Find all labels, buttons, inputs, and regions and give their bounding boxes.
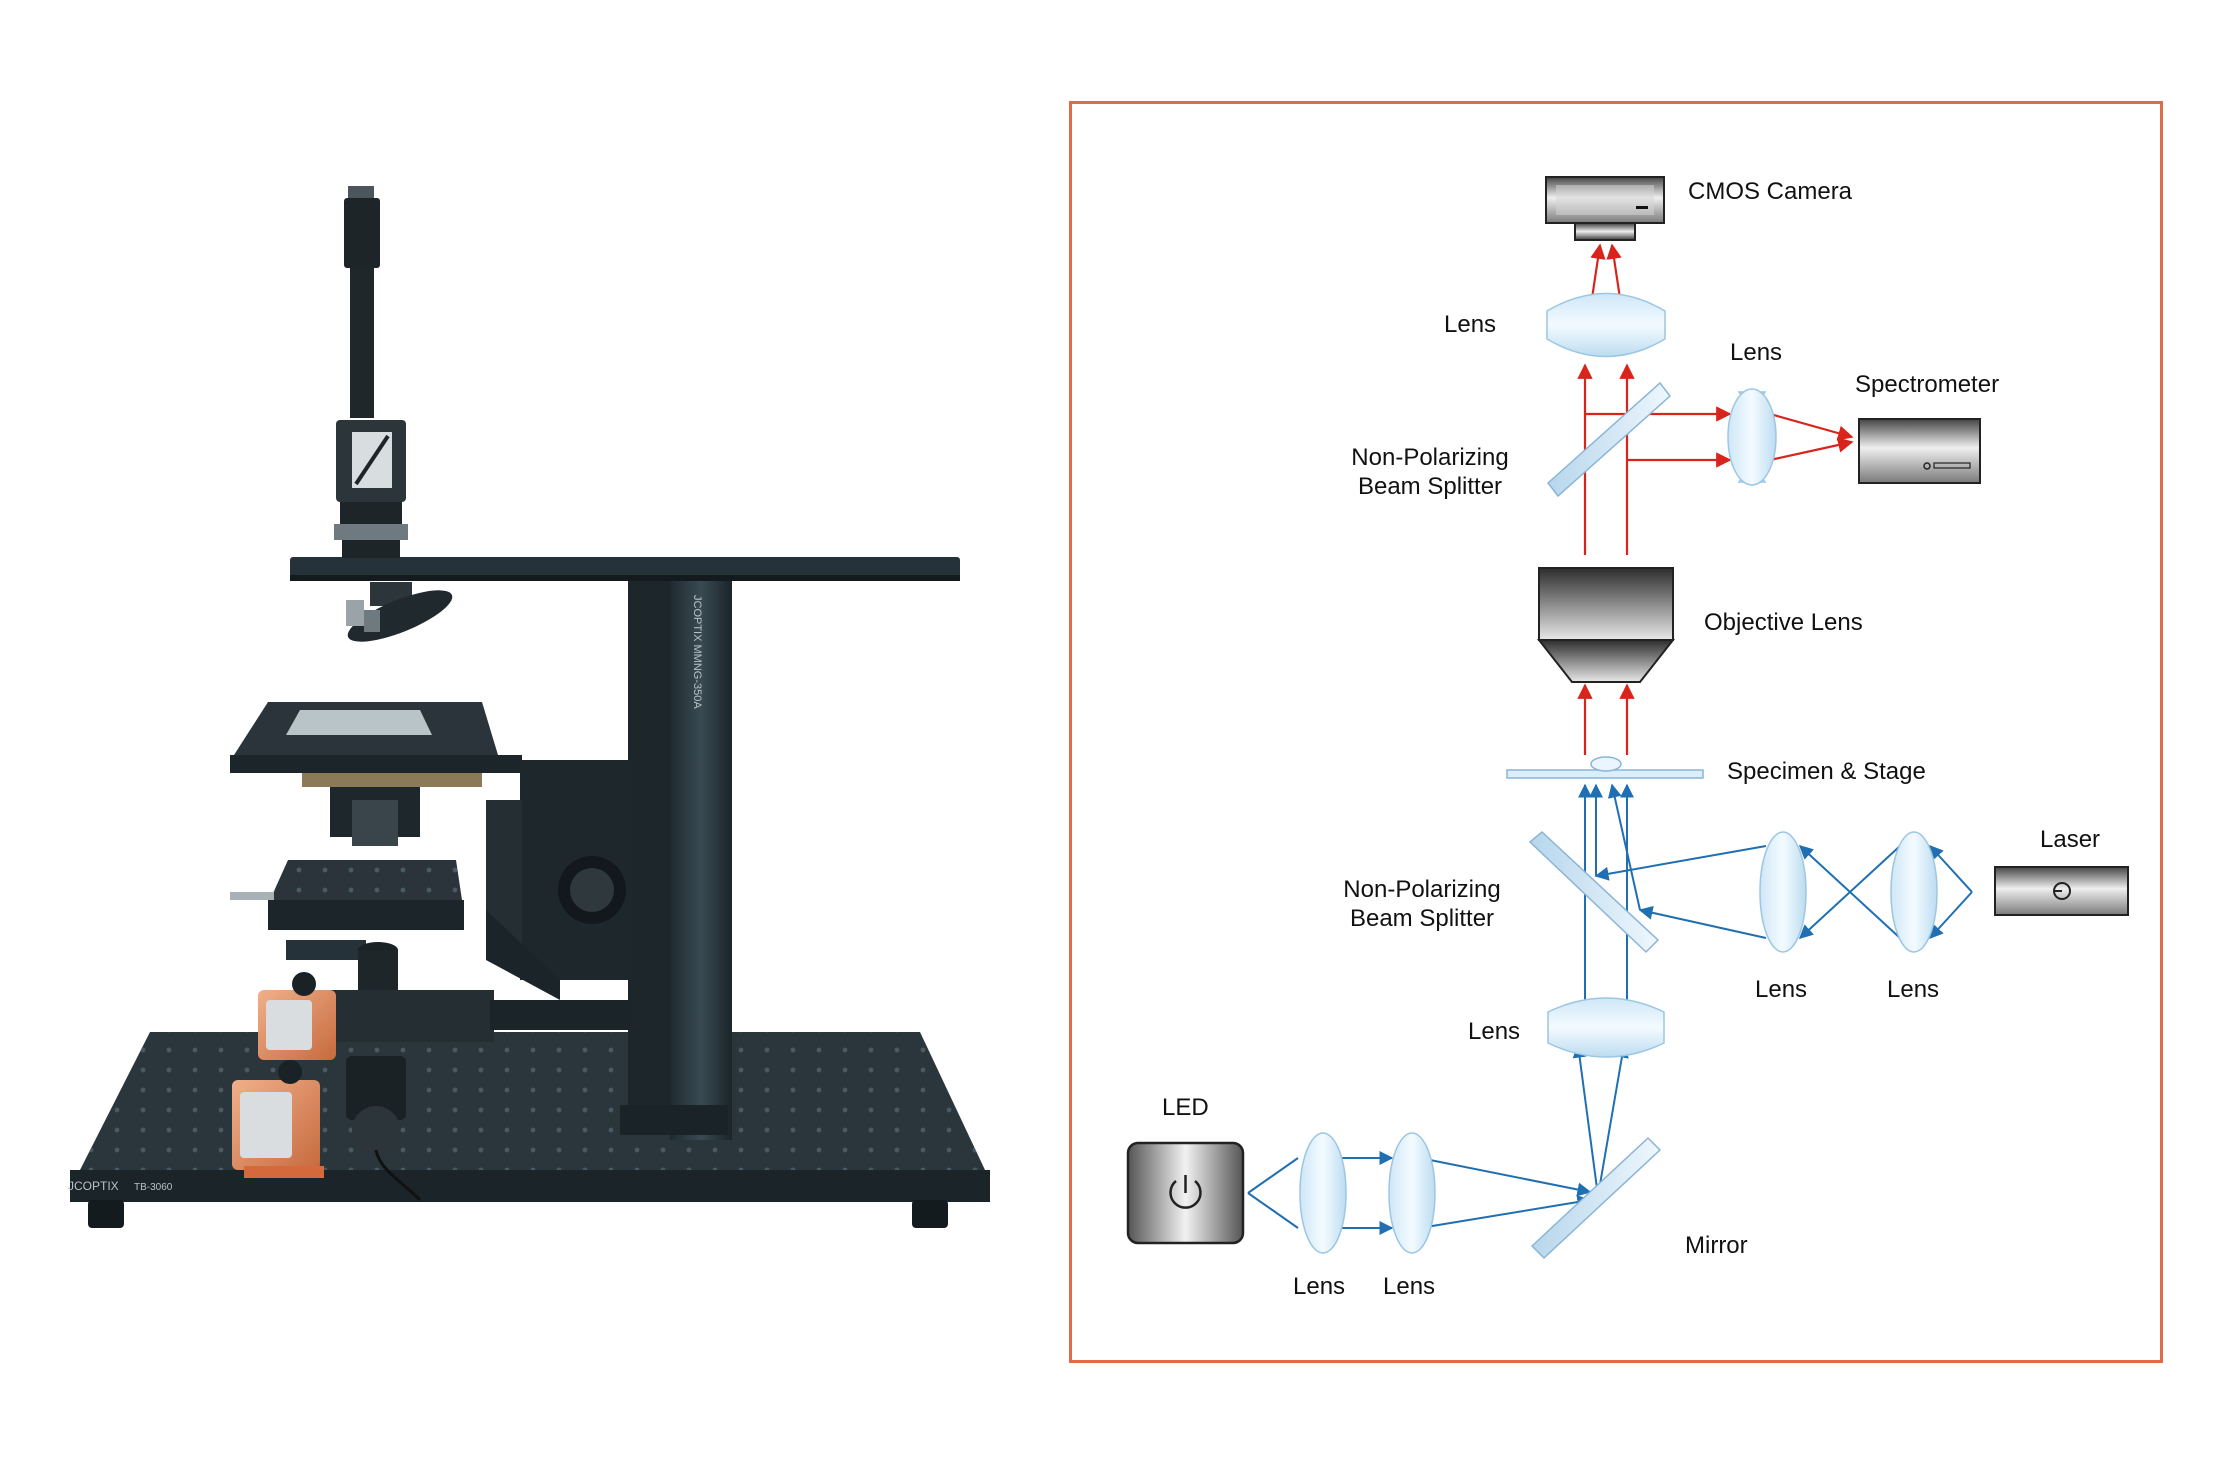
lens-led-2 bbox=[1388, 1132, 1436, 1254]
label-cmos-camera: CMOS Camera bbox=[1688, 178, 1853, 205]
illumination-beam bbox=[1247, 783, 1973, 1235]
label-spectrometer: Spectrometer bbox=[1855, 371, 2000, 398]
label-lens-led-2: Lens bbox=[1383, 1273, 1436, 1300]
laser-source bbox=[1994, 866, 2129, 916]
top-arm bbox=[290, 557, 960, 581]
camera-tube bbox=[334, 186, 408, 558]
objective-lens bbox=[1536, 567, 1676, 683]
lens-top bbox=[1546, 292, 1666, 358]
lens-laser-1 bbox=[1759, 831, 1807, 953]
beam-splitter-top bbox=[1546, 381, 1672, 498]
focus-block bbox=[486, 760, 632, 1000]
label-beam-splitter-bottom-1: Non-Polarizing bbox=[1343, 876, 1501, 903]
lens-led-1 bbox=[1299, 1132, 1347, 1254]
specimen-stage bbox=[1506, 756, 1704, 779]
lens-laser-2 bbox=[1890, 831, 1938, 953]
power-icon bbox=[1169, 1175, 1202, 1209]
mirror bbox=[1530, 1136, 1662, 1260]
illumination-module bbox=[324, 990, 630, 1154]
microscope-system-photo: JCOPTIX TB-3060 JCOPTIX MMNG-350A bbox=[68, 186, 990, 1228]
label-objective-lens: Objective Lens bbox=[1704, 609, 1863, 636]
laser-module bbox=[258, 972, 336, 1060]
lens-spectrometer-body bbox=[1727, 388, 1777, 486]
label-lens-middle: Lens bbox=[1468, 1018, 1521, 1045]
label-lens-spectrometer: Lens bbox=[1730, 339, 1783, 366]
label-lens-led-1: Lens bbox=[1293, 1273, 1346, 1300]
label-beam-splitter-top-1: Non-Polarizing bbox=[1351, 444, 1509, 471]
label-lens-laser-1: Lens bbox=[1755, 976, 1808, 1003]
label-beam-splitter-top-2: Beam Splitter bbox=[1357, 473, 1503, 500]
led-source bbox=[1126, 1141, 1245, 1245]
vertical-column: JCOPTIX MMNG-350A bbox=[620, 570, 732, 1140]
label-led: LED bbox=[1162, 1094, 1209, 1121]
label-mirror: Mirror bbox=[1685, 1232, 1748, 1259]
label-specimen-stage: Specimen & Stage bbox=[1727, 758, 1926, 785]
beam-splitter-bottom bbox=[1528, 831, 1660, 954]
label-lens-top: Lens bbox=[1444, 311, 1497, 338]
column-marking: JCOPTIX MMNG-350A bbox=[691, 595, 703, 709]
label-lens-laser-2: Lens bbox=[1887, 976, 1940, 1003]
cmos-camera bbox=[1545, 176, 1665, 241]
objective-turret bbox=[346, 582, 453, 642]
led-module bbox=[232, 1060, 422, 1202]
table-model: TB-3060 bbox=[134, 1182, 173, 1193]
table-marking: JCOPTIX bbox=[68, 1179, 119, 1193]
diagram-frame bbox=[1069, 101, 2163, 1363]
sample-stage bbox=[230, 702, 522, 846]
label-beam-splitter-bottom-2: Beam Splitter bbox=[1349, 905, 1495, 932]
spectrometer bbox=[1858, 418, 1981, 484]
lens-middle bbox=[1547, 997, 1665, 1058]
label-laser: Laser bbox=[2040, 826, 2101, 853]
